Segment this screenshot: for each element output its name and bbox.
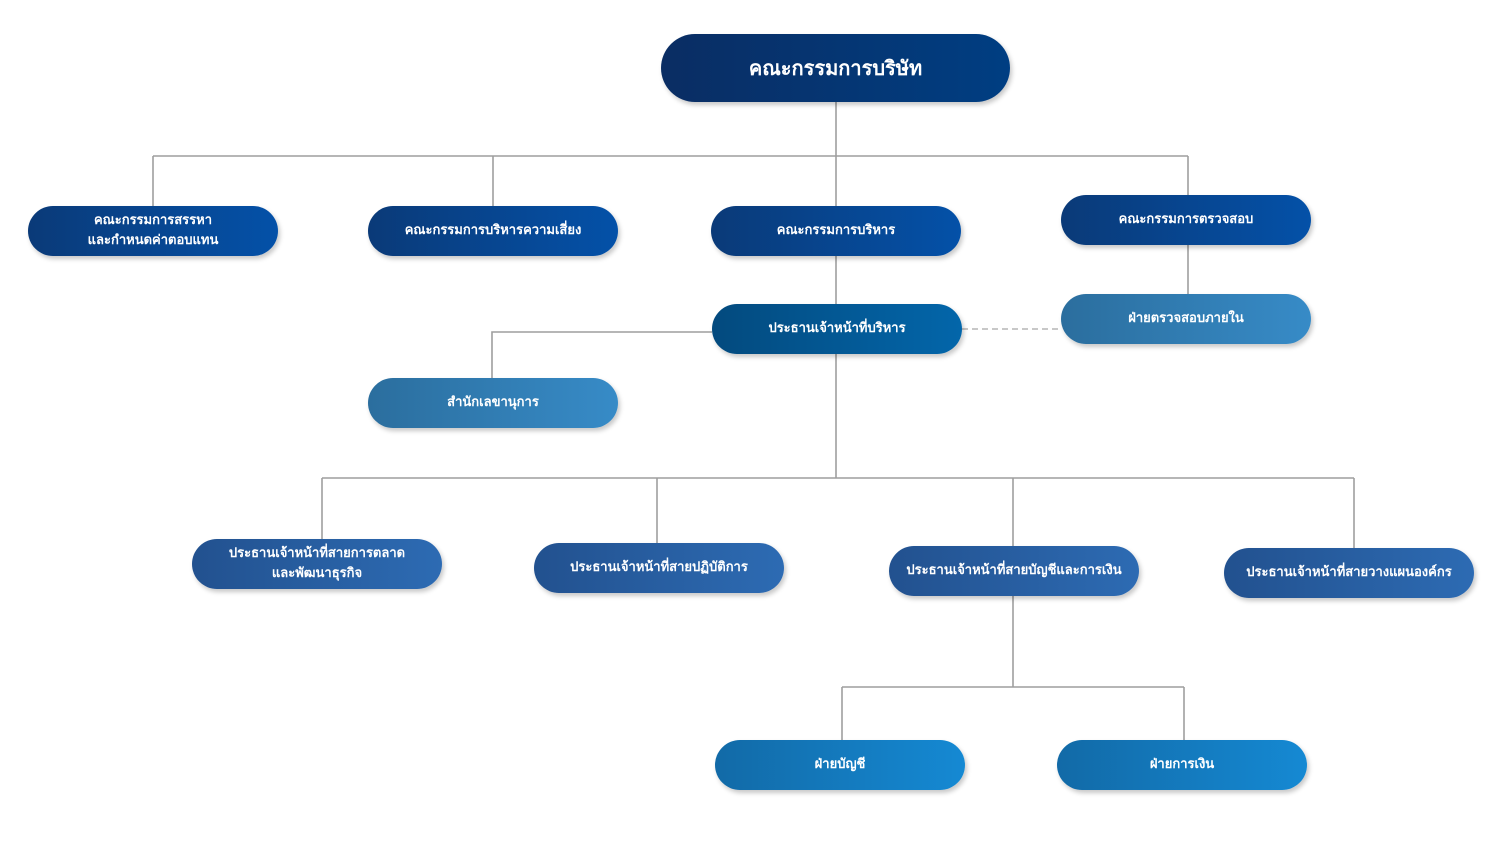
node-label: ฝ่ายบัญชี (814, 757, 866, 772)
node-board-of-directors: คณะกรรมการบริษัท (661, 34, 1010, 102)
node-label: ประธานเจ้าหน้าที่สายวางแผนองค์กร (1246, 565, 1452, 580)
node-finance-department: ฝ่ายการเงิน (1057, 740, 1307, 790)
node-accounting-department: ฝ่ายบัญชี (715, 740, 965, 790)
node-nomination-remuneration-committee: คณะกรรมการสรรหา และกำหนดค่าตอบแทน (28, 206, 278, 256)
node-label: ฝ่ายตรวจสอบภายใน (1128, 311, 1244, 326)
node-audit-committee: คณะกรรมการตรวจสอบ (1061, 195, 1311, 245)
node-risk-management-committee: คณะกรรมการบริหารความเสี่ยง (368, 206, 618, 256)
node-label: ประธานเจ้าหน้าที่สายบัญชีและการเงิน (906, 563, 1122, 578)
node-chief-corporate-planning: ประธานเจ้าหน้าที่สายวางแผนองค์กร (1224, 548, 1474, 598)
node-label: ประธานเจ้าหน้าที่สายปฏิบัติการ (570, 560, 748, 575)
node-chief-marketing-business-development: ประธานเจ้าหน้าที่สายการตลาด และพัฒนาธุรก… (192, 539, 442, 589)
node-label: สำนักเลขานุการ (447, 395, 539, 410)
node-label-line2: และพัฒนาธุรกิจ (271, 566, 363, 581)
node-chief-executive-officer: ประธานเจ้าหน้าที่บริหาร (712, 304, 962, 354)
node-chief-accounting-finance: ประธานเจ้าหน้าที่สายบัญชีและการเงิน (889, 546, 1139, 596)
node-label-line1: คณะกรรมการสรรหา (93, 213, 213, 228)
node-chief-operations: ประธานเจ้าหน้าที่สายปฏิบัติการ (534, 543, 784, 593)
node-internal-audit-department: ฝ่ายตรวจสอบภายใน (1061, 294, 1311, 344)
node-label: คณะกรรมการบริหาร (776, 223, 896, 238)
node-label: ประธานเจ้าหน้าที่บริหาร (768, 321, 906, 336)
node-label: คณะกรรมการบริษัท (748, 56, 923, 80)
node-executive-committee: คณะกรรมการบริหาร (711, 206, 961, 256)
node-label: คณะกรรมการตรวจสอบ (1118, 212, 1254, 227)
node-label: คณะกรรมการบริหารความเสี่ยง (404, 223, 582, 238)
connector-ceo-to-secretary (491, 331, 712, 378)
node-label: ฝ่ายการเงิน (1149, 757, 1215, 772)
node-label-line1: ประธานเจ้าหน้าที่สายการตลาด (228, 546, 406, 561)
node-secretary-office: สำนักเลขานุการ (368, 378, 618, 428)
node-label-line2: และกำหนดค่าตอบแทน (87, 233, 219, 248)
